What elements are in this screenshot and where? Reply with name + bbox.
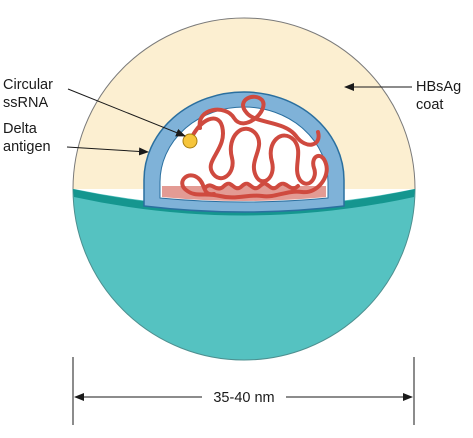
- capsid-interior: [159, 106, 329, 203]
- coat-rim: [73, 189, 415, 216]
- label-circular-ssrna: Circular ssRNA: [3, 77, 57, 111]
- ssrna-leader: [67, 88, 186, 137]
- delta-antigen-leader: [66, 146, 149, 156]
- label-hbsag-coat: HBsAg coat: [416, 79, 465, 113]
- label-delta-antigen: Delta antigen: [3, 121, 51, 155]
- antigen-dot: [182, 133, 198, 149]
- circular-ssrna-strand: [180, 94, 329, 200]
- dimension-label: 35-40 nm: [213, 390, 274, 406]
- hbsag-coat-lower: [72, 189, 416, 361]
